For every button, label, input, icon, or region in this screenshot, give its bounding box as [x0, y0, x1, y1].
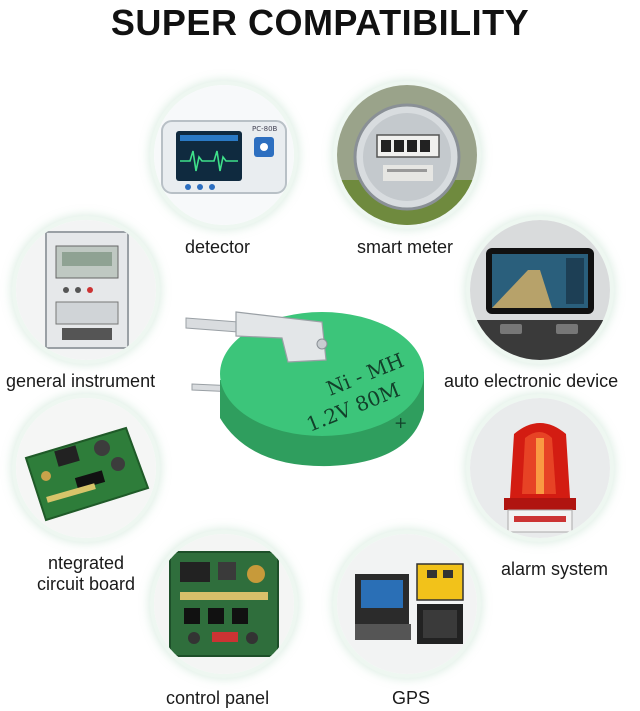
nimh-coin-battery: Ni - MH 1.2V 80M + [185, 311, 424, 467]
label-integrated-line2: circuit board [36, 574, 136, 594]
label-auto-electronic-device: auto electronic device [444, 371, 619, 391]
alarm-system-image [470, 398, 610, 538]
label-gps: GPS [392, 688, 431, 708]
auto-electronic-device-image [470, 220, 610, 360]
detector-image: PC-80B [154, 85, 294, 225]
page-title: SUPER COMPATIBILITY [110, 2, 530, 43]
label-alarm-system: alarm system [501, 559, 609, 579]
car-navigation-icon [470, 220, 610, 360]
label-control-panel: control panel [166, 688, 270, 708]
meter-icon [337, 85, 477, 225]
circuit-board-icon [16, 398, 156, 538]
battery-weld-dot [316, 338, 328, 350]
label-integrated-circuit-board: ntegrated circuit board [28, 553, 144, 595]
label-detector: detector [185, 237, 251, 257]
battery-plus-mark: + [394, 413, 407, 432]
ecg-monitor-icon: PC-80B [154, 85, 294, 225]
smart-meter-image [337, 85, 477, 225]
alarm-beacon-icon [470, 398, 610, 538]
label-general-instrument: general instrument [6, 371, 156, 391]
label-smart-meter: smart meter [357, 237, 454, 257]
gps-kit-icon [337, 534, 477, 674]
control-panel-board-icon [154, 534, 294, 674]
battery-body-top [220, 312, 424, 436]
label-integrated-line1: ntegrated [47, 553, 125, 573]
detector-model-text: PC-80B [252, 125, 278, 133]
gps-image [337, 534, 477, 674]
general-instrument-image [16, 220, 156, 360]
instrument-meter-icon [16, 220, 156, 360]
integrated-circuit-board-image [16, 398, 156, 538]
control-panel-image [154, 534, 294, 674]
battery-tab [235, 311, 327, 363]
